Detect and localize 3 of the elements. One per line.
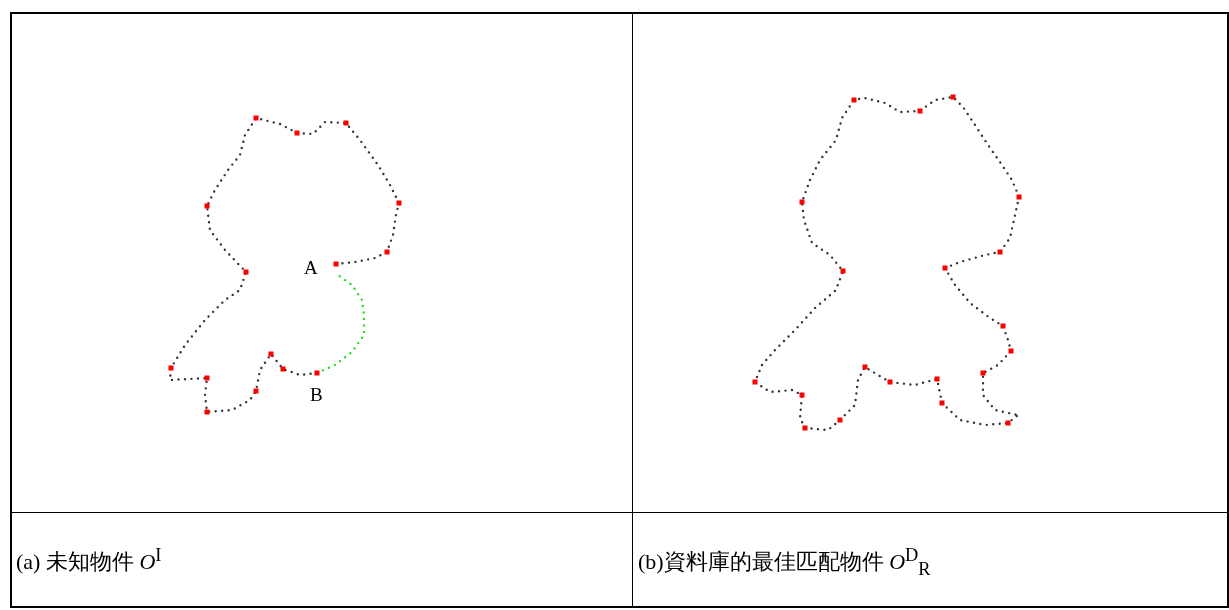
caption: (a) 未知物件 O$^{I}$ bbox=[16, 545, 162, 577]
point-label: B bbox=[310, 384, 323, 406]
point-label: A bbox=[304, 257, 318, 279]
